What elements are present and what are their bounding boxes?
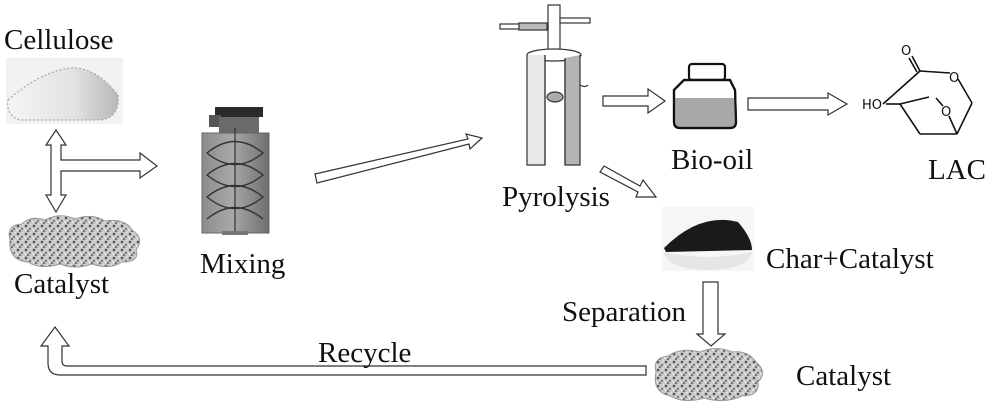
label-cellulose: Cellulose [4, 24, 114, 56]
arrow-pyrolysis-to-biooil [602, 87, 667, 115]
char-catalyst-image [662, 207, 754, 271]
arrow-recycle [39, 325, 647, 376]
arrow-pyrolysis-to-char [599, 165, 658, 198]
label-pyrolysis: Pyrolysis [502, 181, 610, 213]
label-lac: LAC [928, 154, 986, 186]
label-catalyst-input: Catalyst [14, 268, 110, 300]
label-mixing: Mixing [200, 248, 286, 280]
atom-o-ester: O [949, 71, 959, 86]
lac-atom-labels: O O O HO [862, 44, 959, 120]
atom-o-carbonyl: O [901, 44, 911, 59]
arrow-biooil-to-lac [747, 91, 849, 117]
catalyst-input-image [8, 215, 141, 268]
biooil-bottle-image [672, 62, 738, 130]
arrow-separation [695, 281, 727, 347]
catalyst-output-image [654, 348, 763, 402]
atom-ho: HO [862, 98, 882, 113]
label-char-catalyst: Char+Catalyst [766, 243, 934, 275]
label-biooil: Bio-oil [671, 144, 754, 176]
label-catalyst-output: Catalyst [796, 360, 892, 392]
label-recycle: Recycle [318, 337, 412, 369]
pyrolysis-reactor-image [499, 4, 591, 166]
atom-o-ether: O [941, 105, 951, 120]
feed-arrows [44, 128, 159, 214]
lac-molecule-image [882, 55, 973, 135]
label-separation: Separation [562, 296, 687, 328]
cellulose-image [6, 58, 123, 124]
arrow-mixing-to-pyrolysis [314, 133, 484, 184]
mixing-tank-image [201, 107, 270, 235]
